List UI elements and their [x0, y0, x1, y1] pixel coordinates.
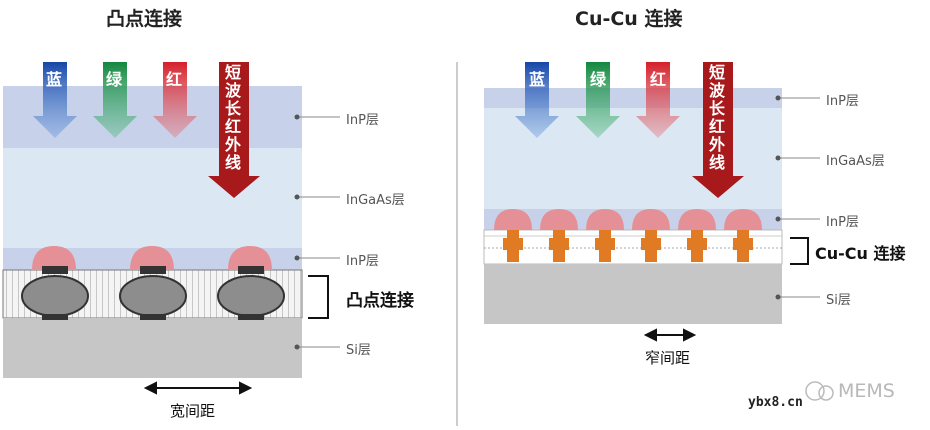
left-arrow-blue [33, 62, 77, 138]
left-ingaas-label: InGaAs层 [346, 193, 405, 208]
right-bond-bracket [790, 237, 809, 265]
right-copper-pads [503, 230, 753, 262]
left-si-layer [3, 318, 302, 378]
left-arrow-red [153, 62, 197, 138]
left-inp-top-label: InP层 [346, 113, 379, 128]
left-arrow-blue-label: 蓝 [46, 70, 63, 89]
left-leader-lines [298, 116, 340, 348]
right-si-label: Si层 [826, 293, 851, 308]
right-si-layer [484, 264, 782, 324]
right-inp-top-label: InP层 [826, 94, 859, 109]
right-bond-label: Cu-Cu 连接 [815, 244, 906, 263]
left-bond-label: 凸点连接 [346, 291, 414, 311]
watermark-brand: MEMS [838, 380, 895, 402]
left-bump-2 [119, 246, 187, 320]
right-pitch-arrow [643, 328, 697, 342]
left-si-label: Si层 [346, 343, 371, 358]
right-arrow-red-label: 红 [650, 70, 667, 89]
left-arrow-green [93, 62, 137, 138]
left-pitch-label: 宽间距 [170, 402, 216, 420]
left-arrow-swir [208, 62, 260, 198]
right-arrow-blue [515, 62, 559, 138]
right-arrow-swir-label: 短波长红外线 [709, 63, 726, 172]
left-bump-3 [217, 246, 285, 320]
right-leader-lines [779, 97, 820, 298]
left-inp-bottom-label: InP层 [346, 254, 379, 269]
right-ingaas-label: InGaAs层 [826, 154, 885, 169]
watermark-site: ybx8.cn [748, 395, 803, 410]
left-title: 凸点连接 [106, 8, 183, 30]
right-arrow-green [576, 62, 620, 138]
right-arrow-red [636, 62, 680, 138]
left-pitch-arrow [143, 381, 253, 395]
left-bond-bracket [308, 275, 329, 319]
watermark-logo-icon [805, 381, 834, 401]
left-arrow-swir-label: 短波长红外线 [225, 63, 242, 172]
right-domes [494, 209, 762, 230]
left-ingaas-layer [3, 148, 302, 248]
right-arrow-green-label: 绿 [590, 70, 607, 89]
left-arrow-green-label: 绿 [106, 70, 123, 89]
left-bump-1 [21, 246, 89, 320]
right-arrow-blue-label: 蓝 [529, 70, 546, 89]
left-arrow-red-label: 红 [166, 70, 183, 89]
right-title: Cu-Cu 连接 [575, 8, 683, 30]
right-inp-bottom-label: InP层 [826, 215, 859, 230]
right-arrow-swir [692, 62, 744, 198]
right-pitch-label: 窄间距 [645, 349, 691, 367]
